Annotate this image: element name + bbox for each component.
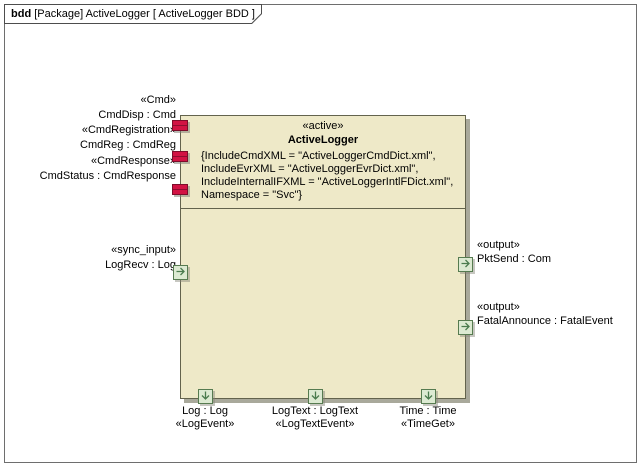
block-property-line: {IncludeCmdXML = "ActiveLoggerCmdDict.xm… [201,150,436,162]
arrow-right-icon [460,319,471,337]
arrow-right-icon [175,264,186,282]
port-stereotype: «CmdRegistration» [81,124,176,136]
port-label: LogRecv : Log [105,259,176,271]
port-time[interactable] [421,389,436,404]
port-label-group: LogText : LogText «LogTextEvent» [240,405,390,431]
block-property-line: Namespace = "Svc"} [201,189,303,201]
port-cmddisp[interactable] [172,120,188,131]
port-pktsend[interactable] [458,257,473,272]
arrow-down-icon [200,388,211,406]
port-stereotype: «LogEvent» [175,418,235,430]
port-stereotype: «LogTextEvent» [275,418,355,430]
port-label: CmdReg : CmdReg [80,139,176,151]
block-stereotype: «active» [302,120,344,132]
port-label: Log : Log [182,405,228,417]
block-properties: {IncludeCmdXML = "ActiveLoggerCmdDict.xm… [201,150,465,202]
port-logtext[interactable] [308,389,323,404]
block-header: «active» ActiveLogger {IncludeCmdXML = "… [181,116,465,209]
frame-heading: bdd [Package] ActiveLogger [ ActiveLogge… [4,4,262,24]
port-stereotype: «output» [477,301,520,313]
block-property-line: IncludeEvrXML = "ActiveLoggerEvrDict.xml… [201,163,419,175]
block-property-line: IncludeInternalIFXML = "ActiveLoggerIntl… [201,176,454,188]
port-cmdreg[interactable] [172,151,188,162]
port-log[interactable] [198,389,213,404]
port-stereotype: «sync_input» [111,244,176,256]
port-label: PktSend : Com [477,253,551,265]
port-logrecv[interactable] [173,265,188,280]
block-name: ActiveLogger [287,134,359,146]
arrow-down-icon [310,388,321,406]
port-label: LogText : LogText [271,405,359,417]
port-cmdstatus[interactable] [172,184,188,195]
port-label: CmdDisp : Cmd [98,109,176,121]
port-stereotype: «TimeGet» [400,418,455,430]
port-label: CmdStatus : CmdResponse [39,170,176,182]
block-activelogger[interactable]: «active» ActiveLogger {IncludeCmdXML = "… [180,115,466,399]
frame-heading-text: bdd [Package] ActiveLogger [ ActiveLogge… [5,5,261,23]
frame-keyword: bdd [11,8,32,20]
port-stereotype: «Cmd» [140,94,176,106]
port-label-group: Time : Time «TimeGet» [353,405,503,431]
port-label-group: Log : Log «LogEvent» [130,405,280,431]
port-label: Time : Time [399,405,457,417]
port-stereotype: «output» [477,239,520,251]
port-label: FatalAnnounce : FatalEvent [477,315,613,327]
arrow-down-icon [423,388,434,406]
port-fatalannounce[interactable] [458,320,473,335]
port-stereotype: «CmdResponse» [91,155,176,167]
frame-title: [Package] ActiveLogger [ ActiveLogger BD… [31,8,255,20]
arrow-right-icon [460,256,471,274]
